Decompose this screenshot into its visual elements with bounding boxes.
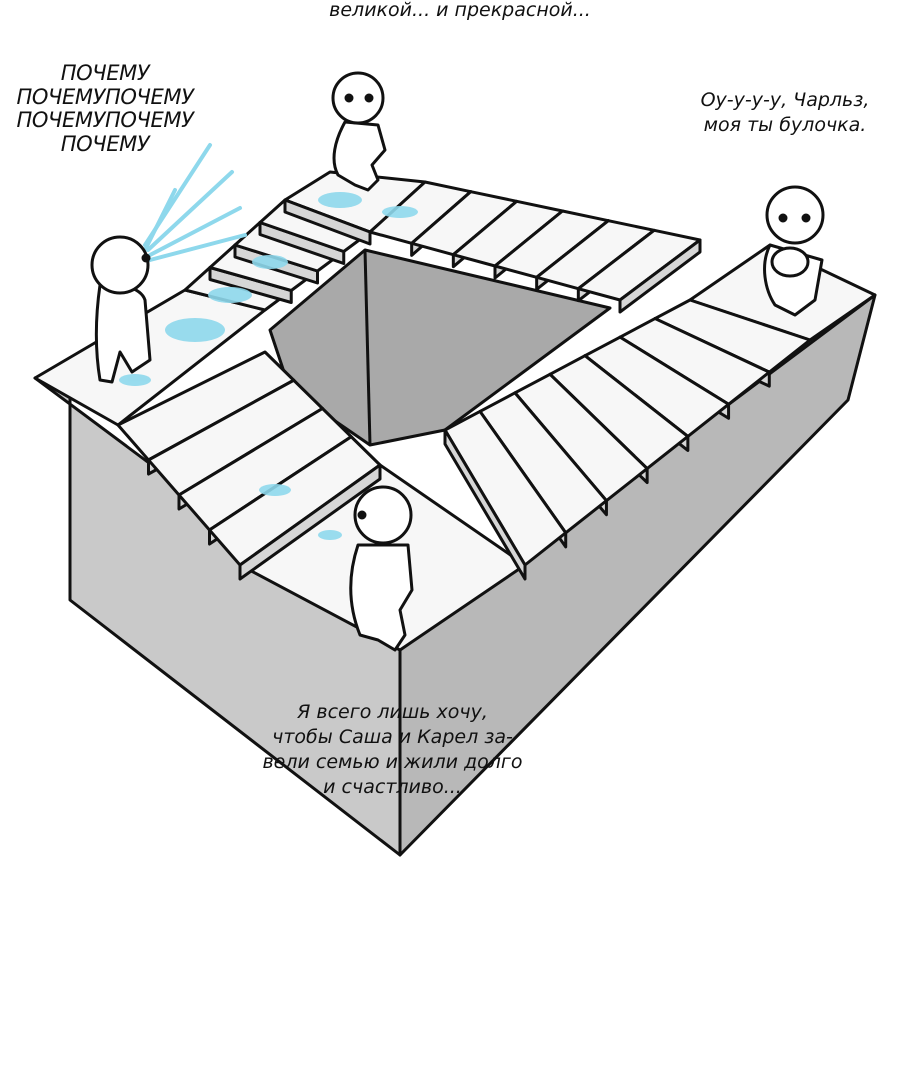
caption-why-line: ПОЧЕМУ: [60, 61, 150, 85]
character-holding-bun: [763, 185, 825, 317]
character-crying-left: [90, 235, 152, 384]
tear-puddle: [165, 318, 225, 342]
caption-wish-line: чтобы Саша и Карел за-: [272, 726, 513, 749]
character-bottom: [349, 485, 414, 652]
caption-why-line: ПОЧЕМУПОЧЕМУ: [16, 84, 194, 109]
caption-wish-line: и счастливо...: [323, 776, 462, 799]
caption-wish-line: Я всего лишь хочу,: [297, 701, 488, 723]
stair-riser: [618, 238, 702, 314]
tear-puddle: [259, 484, 291, 496]
stair-riser: [443, 428, 527, 581]
bun-charles: [770, 246, 810, 278]
caption-charles-line: Оу-у-у-у, Чарльз,: [700, 89, 870, 111]
stair-riser: [238, 463, 382, 581]
caption-wish: Я всего лишь хочу, чтобы Саша и Карел за…: [255, 700, 530, 800]
caption-charles-line: моя ты булочка.: [703, 113, 867, 136]
caption-charles: Оу-у-у-у, Чарльз, моя ты булочка.: [690, 88, 880, 137]
stair-riser: [283, 198, 372, 246]
tear-puddle: [119, 374, 151, 386]
tear-puddle: [318, 192, 362, 208]
caption-why-line: ПОЧЕМУПОЧЕМУ: [16, 108, 194, 133]
tear-spray: [143, 143, 247, 262]
tear-puddle: [252, 255, 288, 269]
caption-why: ПОЧЕМУ ПОЧЕМУПОЧЕМУ ПОЧЕМУПОЧЕМУ ПОЧЕМУ: [0, 61, 210, 156]
caption-why-line: ПОЧЕМУ: [60, 131, 150, 156]
tear-puddle: [318, 530, 342, 540]
tear-puddle: [208, 287, 252, 303]
character-top: [331, 71, 387, 192]
tear-puddle: [382, 206, 418, 218]
caption-wish-line: вели семью и жили долго: [262, 751, 523, 774]
caption-top: великой... и прекрасной...: [329, 0, 591, 21]
